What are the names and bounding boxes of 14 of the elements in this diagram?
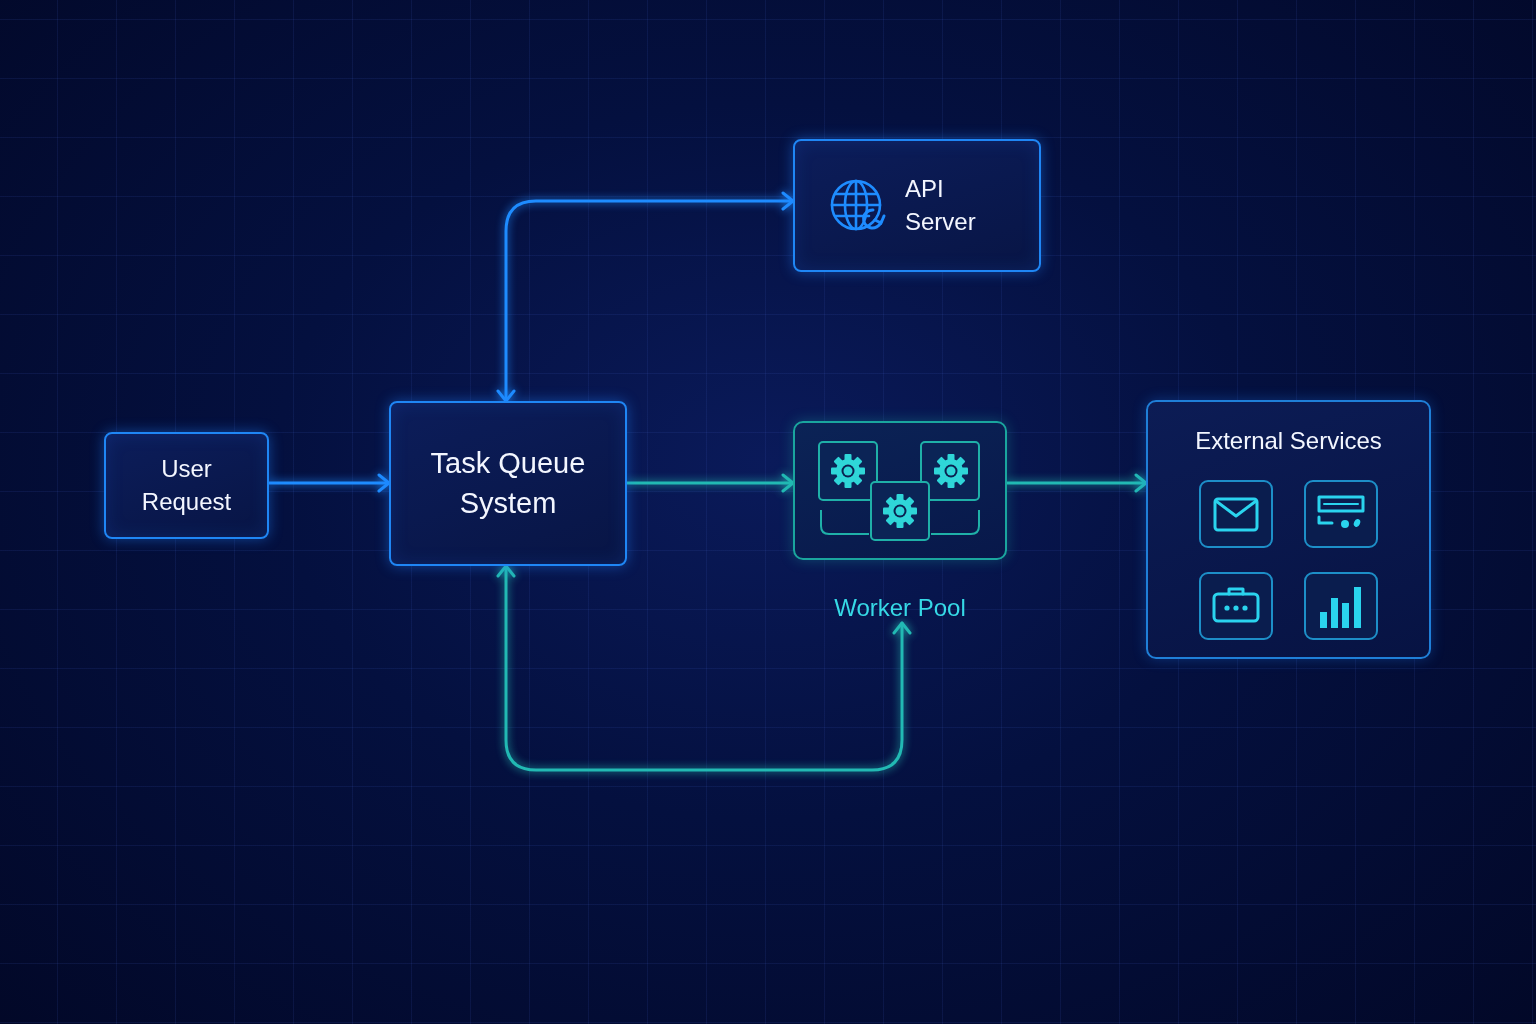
process-box bbox=[389, 401, 627, 566]
node-label: Task Queue System bbox=[429, 446, 587, 521]
connector-arrow bbox=[267, 473, 391, 493]
connector-arrow bbox=[496, 191, 795, 403]
connector-arrow bbox=[1005, 473, 1148, 493]
node-label: API Server bbox=[905, 174, 977, 237]
services-panel bbox=[1146, 400, 1431, 659]
node-title: External Services bbox=[1195, 426, 1382, 456]
server-box bbox=[793, 139, 1041, 272]
connector-arrow bbox=[625, 473, 795, 493]
node-caption: Worker Pool bbox=[834, 593, 966, 623]
node-label: User Request bbox=[140, 454, 233, 517]
process-box bbox=[104, 432, 269, 539]
connector-arrow bbox=[496, 564, 912, 772]
